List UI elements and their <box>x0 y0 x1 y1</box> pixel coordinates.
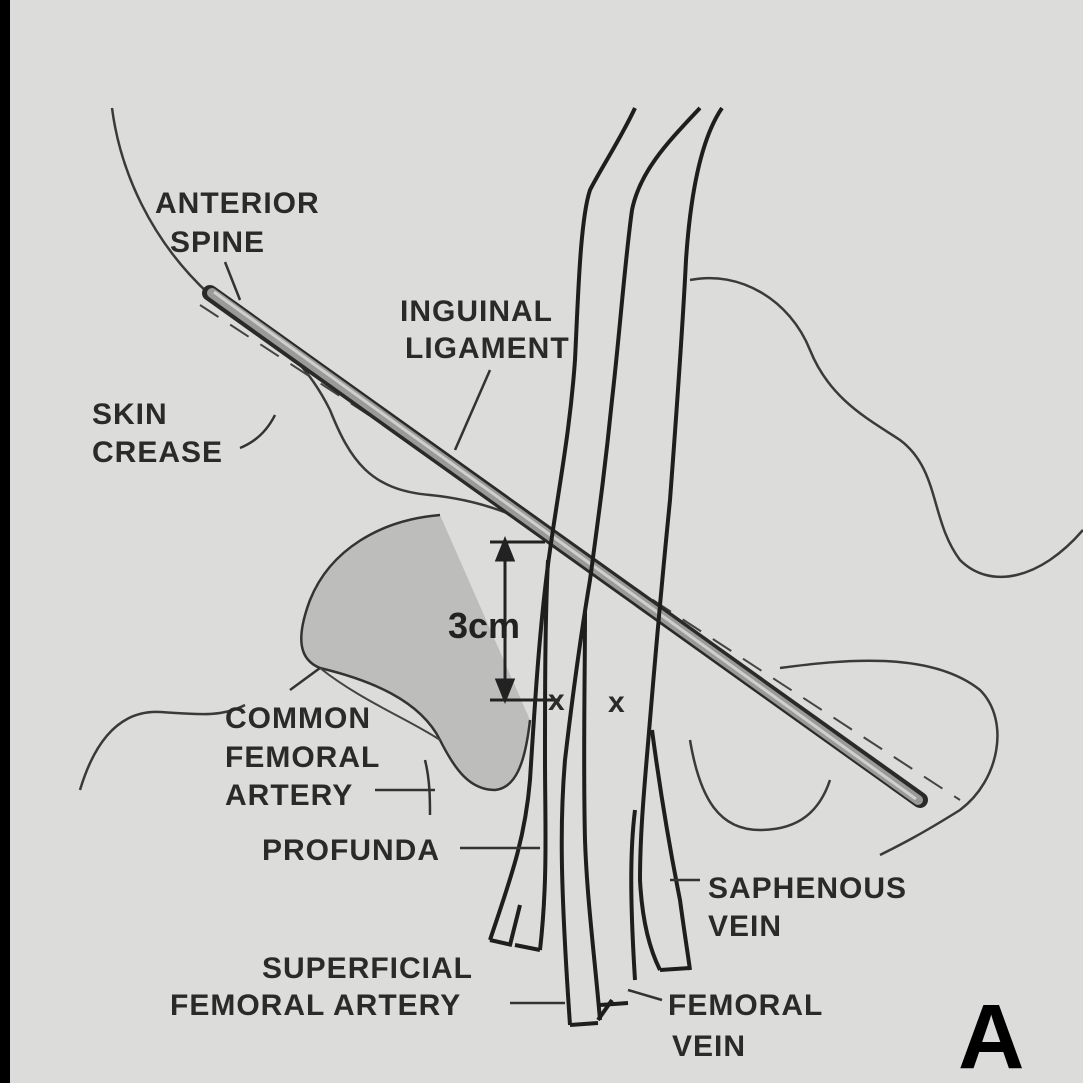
thigh-contour-left-lower <box>80 705 245 790</box>
measurement-label: 3cm <box>448 605 520 646</box>
pubic-contour <box>690 740 830 830</box>
svg-text:CREASE: CREASE <box>92 436 223 469</box>
svg-text:SKIN: SKIN <box>92 398 168 431</box>
mark-x-2: x <box>608 686 626 719</box>
label-common-femoral-artery: COMMON FEMORAL ARTERY <box>225 702 380 812</box>
left-border <box>0 0 10 1083</box>
panel-letter: A <box>958 986 1024 1083</box>
label-saphenous-vein: SAPHENOUS VEIN <box>708 872 907 943</box>
svg-text:LIGAMENT: LIGAMENT <box>405 332 570 365</box>
mark-x-1: x <box>548 684 566 717</box>
svg-text:SPINE: SPINE <box>170 226 265 259</box>
svg-text:VEIN: VEIN <box>672 1030 746 1063</box>
label-skin-crease: SKIN CREASE <box>92 398 223 469</box>
thigh-contour-right <box>690 278 1083 577</box>
svg-text:VEIN: VEIN <box>708 910 782 943</box>
svg-text:ANTERIOR: ANTERIOR <box>155 187 320 220</box>
svg-text:ARTERY: ARTERY <box>225 779 353 812</box>
label-femoral-vein: FEMORAL VEIN <box>668 989 823 1063</box>
svg-text:PROFUNDA: PROFUNDA <box>262 834 440 867</box>
svg-text:FEMORAL ARTERY: FEMORAL ARTERY <box>170 989 461 1022</box>
svg-text:SAPHENOUS: SAPHENOUS <box>708 872 907 905</box>
thigh-contour-right-lower <box>780 661 997 855</box>
label-profunda: PROFUNDA <box>262 834 440 867</box>
svg-text:COMMON: COMMON <box>225 702 371 735</box>
svg-text:INGUINAL: INGUINAL <box>400 295 553 328</box>
label-anterior-spine: ANTERIOR SPINE <box>155 187 320 259</box>
svg-text:SUPERFICIAL: SUPERFICIAL <box>262 952 473 985</box>
svg-text:FEMORAL: FEMORAL <box>668 989 823 1022</box>
label-superficial-femoral-artery: SUPERFICIAL FEMORAL ARTERY <box>170 952 473 1022</box>
svg-text:FEMORAL: FEMORAL <box>225 741 380 774</box>
label-inguinal-ligament: INGUINAL LIGAMENT <box>400 295 570 365</box>
